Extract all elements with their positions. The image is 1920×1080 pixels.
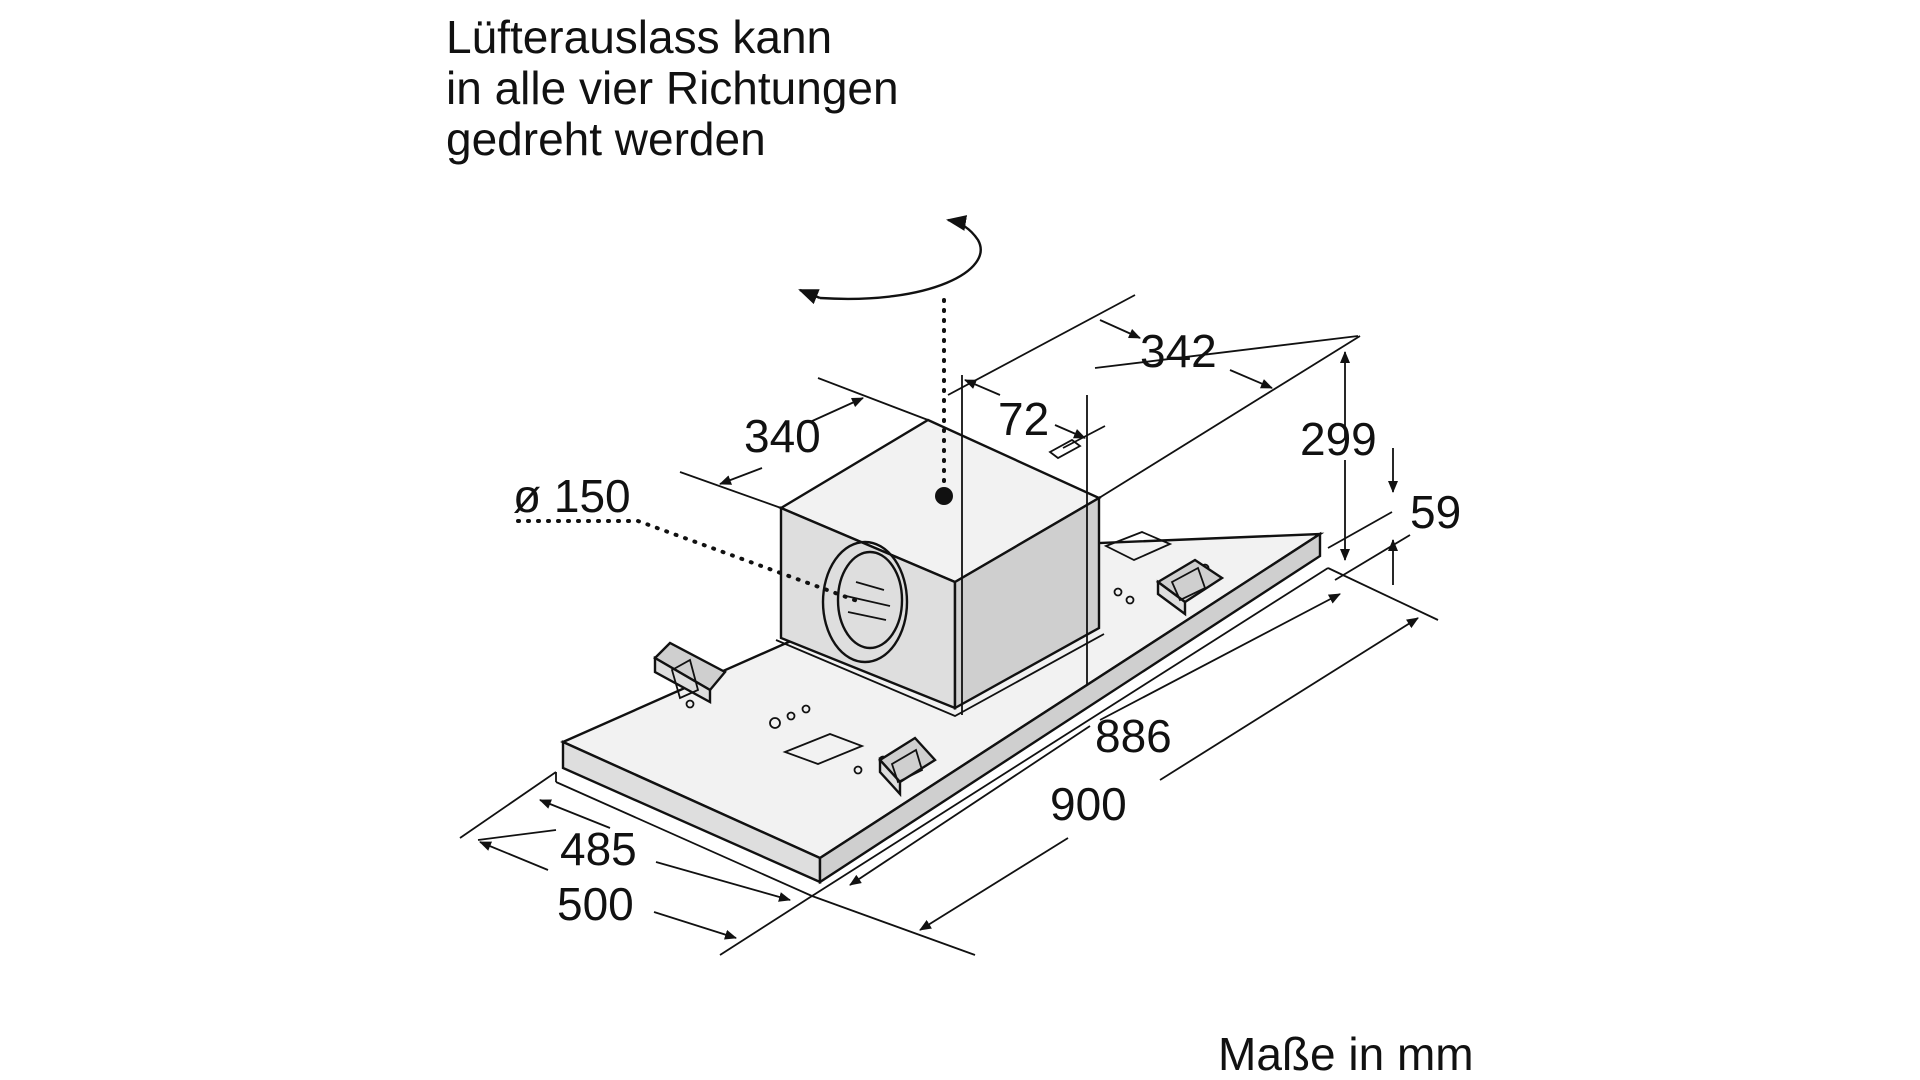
caption-line-1: Lüfterauslass kann bbox=[446, 11, 833, 63]
dimension-299: 299 bbox=[1300, 351, 1377, 561]
dimension-900: 900 bbox=[811, 567, 1439, 956]
leader-diameter: ø 150 bbox=[513, 470, 862, 604]
dim-label-59: 59 bbox=[1410, 486, 1461, 538]
caption-line-3: gedreht werden bbox=[446, 113, 766, 165]
mounting-bracket-left bbox=[653, 641, 727, 705]
fan-outlet bbox=[821, 540, 909, 664]
extension-lines-box bbox=[679, 335, 1361, 509]
dim-label-299: 299 bbox=[1300, 413, 1377, 465]
dimension-342: 342 bbox=[947, 294, 1359, 396]
units-note: Maße in mm bbox=[1218, 1028, 1474, 1080]
dimension-59: 59 bbox=[1327, 448, 1461, 585]
plate-details bbox=[685, 531, 1210, 775]
mounting-bracket-front bbox=[878, 736, 937, 798]
rotation-arrow-icon bbox=[798, 215, 982, 505]
dimension-500: 500 bbox=[477, 829, 813, 956]
dim-label-72: 72 bbox=[998, 393, 1049, 445]
dim-label-886: 886 bbox=[1095, 710, 1172, 762]
dim-label-diameter: ø 150 bbox=[513, 470, 631, 522]
dim-label-900: 900 bbox=[1050, 778, 1127, 830]
dim-label-500: 500 bbox=[557, 878, 634, 930]
dim-label-340: 340 bbox=[744, 410, 821, 462]
dimension-485: 485 bbox=[459, 771, 791, 902]
caption: Lüfterauslass kann in alle vier Richtung… bbox=[446, 12, 899, 165]
dimension-886: 886 bbox=[849, 593, 1341, 886]
dim-label-342: 342 bbox=[1140, 325, 1217, 377]
mounting-bracket-right bbox=[1155, 558, 1225, 617]
dimension-72: 72 bbox=[961, 375, 1088, 715]
dimension-340: 340 bbox=[719, 397, 864, 485]
dim-label-485: 485 bbox=[560, 823, 637, 875]
caption-line-2: in alle vier Richtungen bbox=[446, 62, 899, 114]
